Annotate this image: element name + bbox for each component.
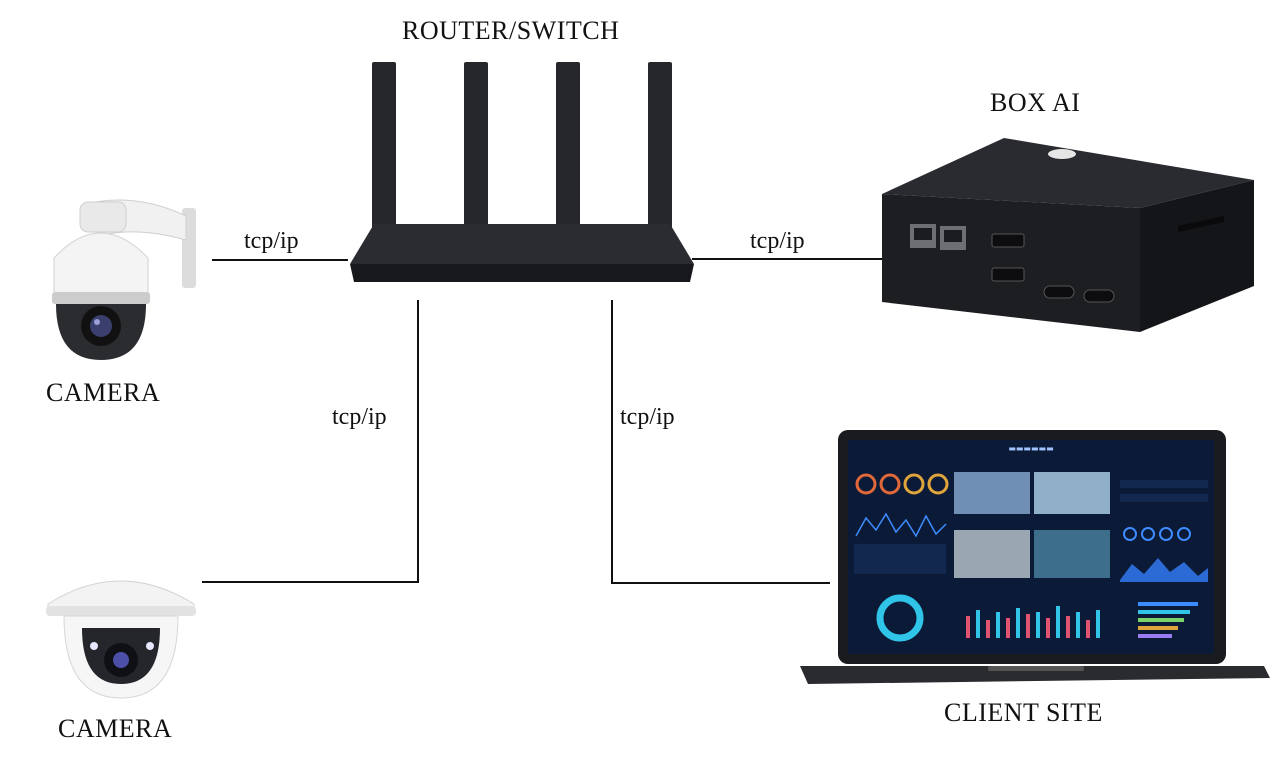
edge-camera-top-router-line [212,259,348,261]
camera-dome-icon [46,580,196,699]
router-label: ROUTER/SWITCH [402,16,620,45]
dashboard-title-bar: ▬▬▬▬▬▬ [1008,444,1054,453]
box-ai-device [878,136,1258,336]
box-ai-icon [882,138,1254,332]
camera-bottom-label: CAMERA [58,714,173,743]
client-dashboard-screen: ▬▬▬▬▬▬ [848,440,1214,654]
edge-label-router-client: tcp/ip [620,404,675,430]
box-ai-label: BOX AI [990,88,1081,117]
edge-router-client-horizontal [611,582,830,584]
router-device [346,56,698,292]
camera-bottom-device [42,566,202,702]
camera-ptz-icon [52,199,196,360]
router-icon [350,62,694,282]
edge-router-camera-bottom-horizontal [202,581,419,583]
edge-router-client-vertical [611,300,613,583]
edge-router-camera-bottom-vertical [417,300,419,582]
edge-router-box-ai-line [692,258,884,260]
edge-label-router-camera-bottom: tcp/ip [332,404,387,430]
camera-top-label: CAMERA [46,378,161,407]
camera-top-device [40,188,200,368]
client-site-label: CLIENT SITE [944,698,1103,727]
edge-label-camera-router: tcp/ip [244,228,299,254]
edge-label-router-box-ai: tcp/ip [750,228,805,254]
dashboard-preview-icon [854,472,1208,642]
